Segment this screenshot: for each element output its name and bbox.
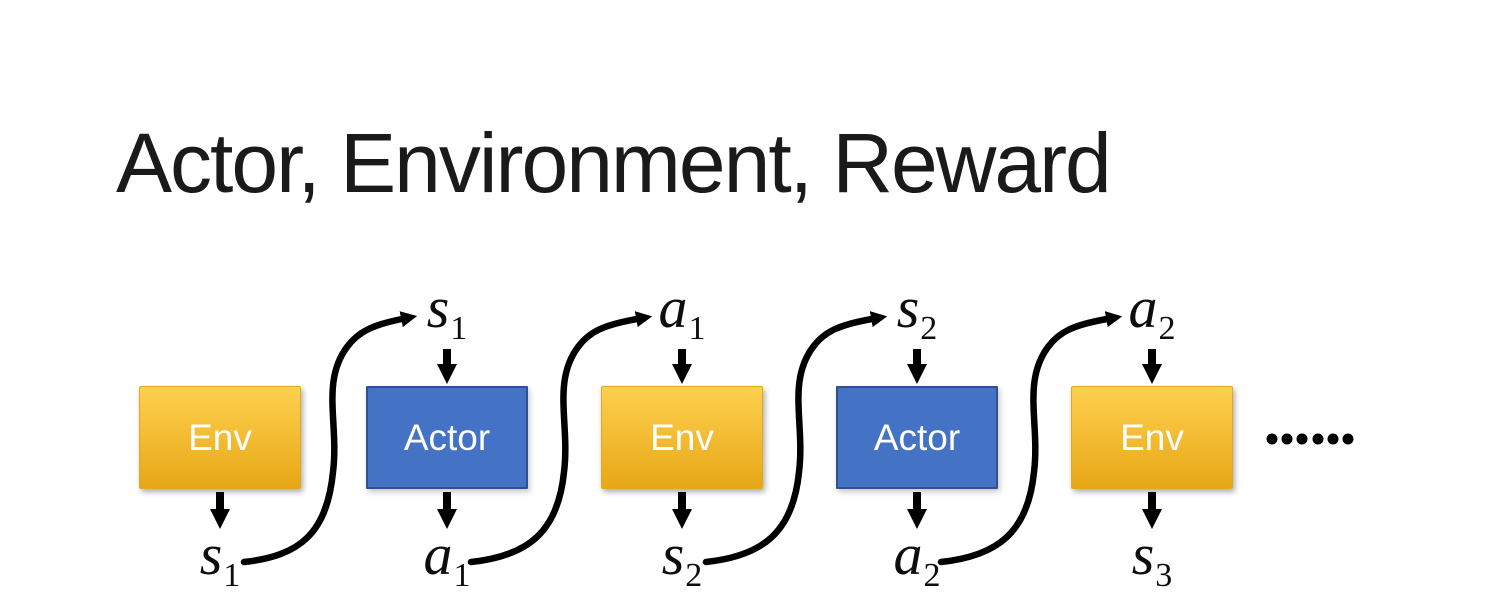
bottom-label-a1-base: a [423, 522, 453, 587]
top-label-a2-base: a [1128, 275, 1158, 340]
bottom-label-a2-base: a [893, 522, 923, 587]
slide-title: Actor, Environment, Reward [116, 116, 1112, 210]
curve-a1-to-env2 [467, 311, 653, 566]
actor-box-2-label: Actor [873, 417, 961, 458]
env-box-3-label: Env [1120, 417, 1184, 458]
bottom-label-a1-sub: 1 [453, 557, 471, 594]
bottom-label-s1-base: s [199, 522, 223, 587]
ellipsis-dots [1266, 433, 1354, 445]
top-label-a1-sub: 1 [688, 310, 706, 347]
env-box-1: Env [139, 386, 301, 489]
bottom-label-a2-sub: 2 [923, 557, 941, 594]
bottom-label-s1-sub: 1 [223, 557, 241, 594]
curve-s2-to-actor2 [702, 311, 888, 566]
actor-box-2: Actor [836, 386, 998, 489]
bottom-label-s2: s2 [612, 526, 752, 593]
bottom-label-s2-sub: 2 [685, 557, 703, 594]
curve-a2-to-env3 [937, 311, 1123, 566]
bottom-label-a1: a1 [377, 526, 517, 593]
top-label-a2-sub: 2 [1158, 310, 1176, 347]
bottom-label-a2: a2 [847, 526, 987, 593]
top-label-a1-base: a [658, 275, 688, 340]
env-box-2-label: Env [650, 417, 714, 458]
top-label-s1: s1 [377, 279, 517, 346]
top-label-s1-base: s [426, 275, 450, 340]
bottom-label-s2-base: s [661, 522, 685, 587]
actor-box-1-label: Actor [403, 417, 491, 458]
top-label-s2-base: s [896, 275, 920, 340]
actor-box-1: Actor [366, 386, 528, 489]
bottom-label-s1: s1 [150, 526, 290, 593]
env-box-3: Env [1071, 386, 1233, 489]
top-label-a2: a2 [1082, 279, 1222, 346]
top-label-s1-sub: 1 [450, 310, 468, 347]
curve-s1-to-actor1 [240, 311, 418, 566]
bottom-label-s3-sub: 3 [1155, 557, 1173, 594]
top-label-s2-sub: 2 [920, 310, 938, 347]
env-box-2: Env [601, 386, 763, 489]
top-label-s2: s2 [847, 279, 987, 346]
bottom-label-s3: s3 [1082, 526, 1222, 593]
top-label-a1: a1 [612, 279, 752, 346]
bottom-label-s3-base: s [1131, 522, 1155, 587]
env-box-1-label: Env [188, 417, 252, 458]
